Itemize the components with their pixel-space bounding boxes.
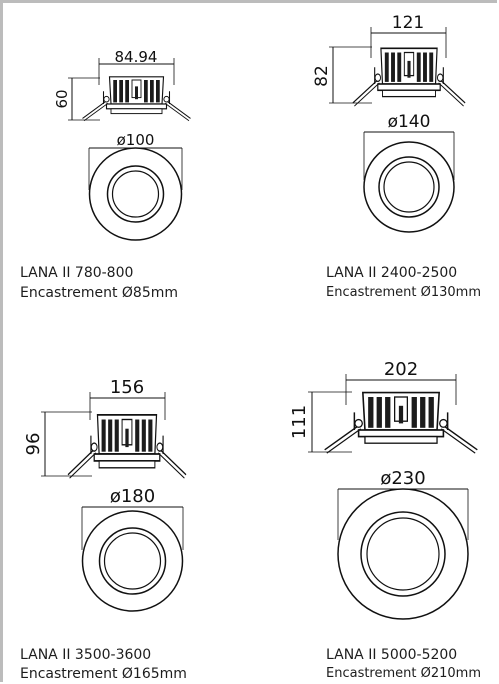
diameter-dim-2: ø140 <box>388 112 431 132</box>
product-cutout-1: Encastrement Ø85mm <box>20 285 179 301</box>
product-name-2: LANA II 2400-2500 <box>326 265 458 281</box>
product-name-4: LANA II 5000-5200 <box>326 647 458 663</box>
diameter-dim-4: ø230 <box>380 468 425 489</box>
width-dim-1: 84.94 <box>115 48 158 66</box>
product-cutout-4: Encastrement Ø210mm <box>326 666 481 681</box>
height-dim-4: 111 <box>289 405 310 439</box>
product-cutout-2: Encastrement Ø130mm <box>326 285 481 300</box>
width-dim-2: 121 <box>392 13 424 33</box>
product-name-1: LANA II 780-800 <box>20 265 134 281</box>
product-name-3: LANA II 3500-3600 <box>20 647 152 663</box>
width-dim-4: 202 <box>384 359 418 380</box>
diameter-dim-3: ø180 <box>110 486 155 507</box>
drawing-lana-2400 <box>329 27 466 233</box>
drawing-lana-5000 <box>308 374 479 620</box>
height-dim-1: 60 <box>53 89 71 108</box>
height-dim-3: 96 <box>23 433 44 456</box>
product-cutout-3: Encastrement Ø165mm <box>20 666 187 682</box>
width-dim-3: 156 <box>110 377 144 398</box>
drawing-lana-3500 <box>41 392 187 612</box>
diameter-dim-1: ø100 <box>117 131 155 149</box>
height-dim-2: 82 <box>312 65 332 87</box>
drawing-lana-780 <box>68 58 192 241</box>
